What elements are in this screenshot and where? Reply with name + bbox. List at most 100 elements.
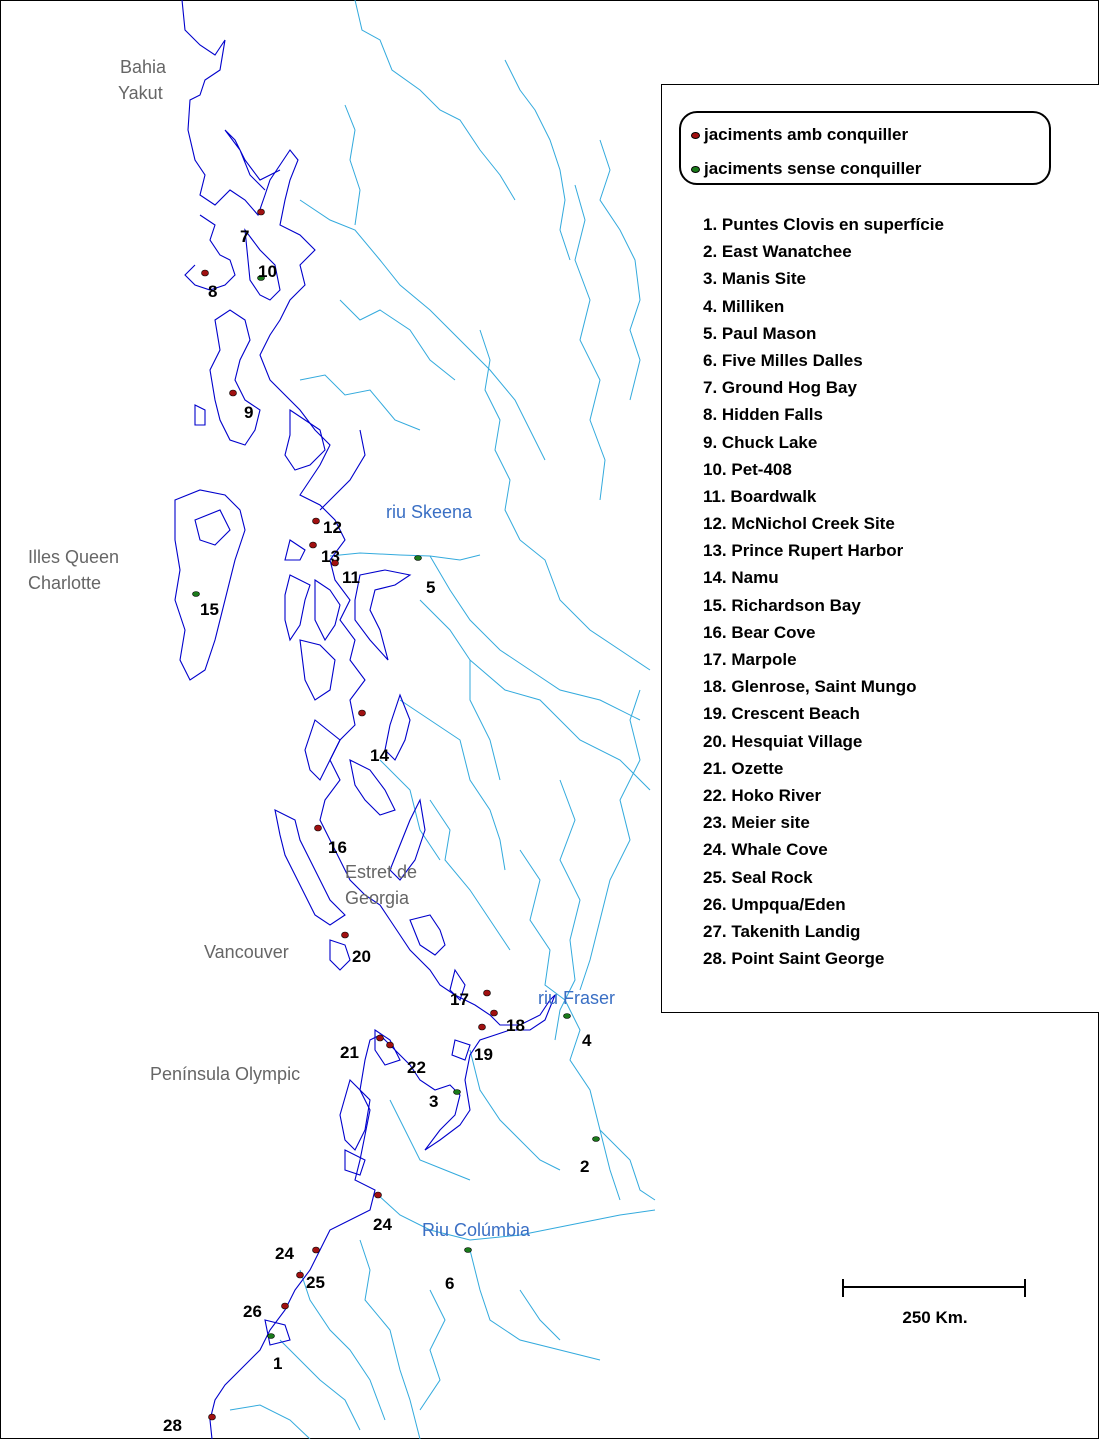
site-list-item: 3. Manis Site [703, 269, 806, 289]
shell-site-marker [358, 709, 366, 717]
noshell-site-marker [267, 1333, 275, 1339]
site-list-item: 24. Whale Cove [703, 840, 828, 860]
site-number-label: 2 [580, 1157, 589, 1176]
site-number-label: 24 [373, 1215, 392, 1234]
coastline [174, 0, 556, 1439]
site-list-item: 9. Chuck Lake [703, 432, 818, 452]
site-number-label: 18 [506, 1016, 525, 1035]
noshell-site-marker [192, 591, 200, 597]
shell-site-marker [257, 208, 265, 216]
noshell-site-dot-icon [691, 165, 700, 173]
label-estret-de-georgia: Estret de Georgia [345, 862, 422, 908]
shell-site-marker [341, 931, 349, 939]
site-number-label: 20 [352, 947, 371, 966]
site-list-item: 7. Ground Hog Bay [703, 378, 857, 398]
site-number-label: 28 [163, 1416, 182, 1435]
scale-label: 250 Km. [902, 1308, 968, 1327]
site-markers: 7810912131151514162017181942122322462425… [163, 208, 600, 1435]
label-riu-columbia: Riu Colúmbia [422, 1220, 531, 1240]
site-number-label: 25 [306, 1273, 325, 1292]
rivers [229, 0, 656, 1439]
legend-shell-row: jaciments amb conquiller [691, 125, 908, 145]
site-list-item: 5. Paul Mason [703, 323, 817, 343]
shell-site-marker [281, 1302, 289, 1310]
legend-key: jaciments amb conquiller jaciments sense… [679, 111, 1051, 185]
noshell-site-marker [257, 275, 265, 281]
site-number-label: 11 [342, 568, 360, 587]
site-list-item: 14. Namu [703, 568, 779, 588]
site-list-item: 2. East Wanatchee [703, 242, 852, 262]
site-list-item: 21. Ozette [703, 758, 784, 778]
site-number-label: 19 [474, 1045, 493, 1064]
site-list-item: 26. Umpqua/Eden [703, 894, 846, 914]
site-list-item: 13. Prince Rupert Harbor [703, 541, 904, 561]
shell-site-marker [312, 1246, 320, 1254]
place-labels: Bahia Yakut Illes Queen Charlotte Estret… [28, 57, 422, 1084]
site-number-label: 5 [426, 578, 435, 597]
legend-panel: jaciments amb conquiller jaciments sense… [661, 84, 1099, 1013]
label-riu-fraser: riu Fraser [538, 988, 615, 1008]
shell-site-marker [478, 1023, 486, 1031]
shell-site-marker [376, 1034, 384, 1042]
site-number-label: 14 [370, 746, 389, 765]
noshell-site-marker [464, 1247, 472, 1253]
site-list-item: 11. Boardwalk [703, 486, 817, 506]
noshell-site-marker [563, 1013, 571, 1019]
site-number-label: 9 [244, 403, 253, 422]
site-list-item: 8. Hidden Falls [703, 405, 823, 425]
legend-noshell-row: jaciments sense conquiller [691, 159, 921, 179]
site-list-item: 22. Hoko River [703, 785, 822, 805]
legend-shell-label: jaciments amb conquiller [704, 125, 909, 144]
shell-site-marker [374, 1191, 382, 1199]
site-list-item: 12. McNichol Creek Site [703, 514, 895, 534]
site-number-label: 7 [240, 227, 249, 246]
site-number-label: 16 [328, 838, 347, 857]
noshell-site-marker [592, 1136, 600, 1142]
shell-site-marker [490, 1009, 498, 1017]
site-number-label: 21 [340, 1043, 359, 1062]
site-list-item: 20. Hesquiat Village [703, 731, 863, 751]
noshell-site-marker [453, 1089, 461, 1095]
site-number-label: 26 [243, 1302, 262, 1321]
shell-site-marker [208, 1413, 216, 1421]
shell-site-marker [314, 824, 322, 832]
shell-site-marker [386, 1041, 394, 1049]
legend-noshell-label: jaciments sense conquiller [704, 159, 922, 178]
scale-bar [842, 1279, 1026, 1297]
site-list-item: 4. Milliken [703, 296, 785, 316]
site-number-label: 17 [450, 990, 469, 1009]
site-number-label: 24 [275, 1244, 294, 1263]
shell-site-marker [229, 389, 237, 397]
label-illes-queen-charlotte: Illes Queen Charlotte [28, 547, 124, 593]
site-list-item: 16. Bear Cove [703, 622, 816, 642]
shell-site-marker [309, 541, 317, 549]
site-list-item: 27. Takenith Landig [703, 921, 861, 941]
label-vancouver: Vancouver [204, 942, 289, 962]
shell-site-marker [331, 559, 339, 567]
shell-site-dot-icon [691, 131, 700, 139]
site-list-item: 28. Point Saint George [703, 949, 885, 969]
label-bahia-yakut: Bahia Yakut [118, 57, 171, 103]
site-number-label: 3 [429, 1092, 438, 1111]
site-number-label: 1 [273, 1354, 282, 1373]
shell-site-marker [312, 517, 320, 525]
site-list-item: 1. Puntes Clovis en superfície [703, 215, 944, 234]
site-list-item: 25. Seal Rock [703, 867, 813, 887]
site-number-label: 4 [582, 1031, 592, 1050]
site-list-item: 17. Marpole [703, 650, 797, 669]
shell-site-marker [201, 269, 209, 277]
site-list-item: 10. Pet-408 [703, 459, 792, 479]
site-list: 1. Puntes Clovis en superfície 2. East Wa… [703, 211, 944, 972]
site-list-item: 18. Glenrose, Saint Mungo [703, 677, 917, 697]
scale-bar-group: 250 Km. [842, 1276, 1028, 1346]
site-list-item: 19. Crescent Beach [703, 704, 860, 724]
site-number-label: 22 [407, 1058, 426, 1077]
site-number-label: 6 [445, 1274, 454, 1293]
shell-site-marker [483, 989, 491, 997]
site-list-item: 23. Meier site [703, 813, 810, 833]
site-number-label: 8 [208, 282, 217, 301]
site-number-label: 12 [323, 518, 342, 537]
site-list-item: 15. Richardson Bay [703, 595, 861, 615]
noshell-site-marker [414, 555, 422, 561]
